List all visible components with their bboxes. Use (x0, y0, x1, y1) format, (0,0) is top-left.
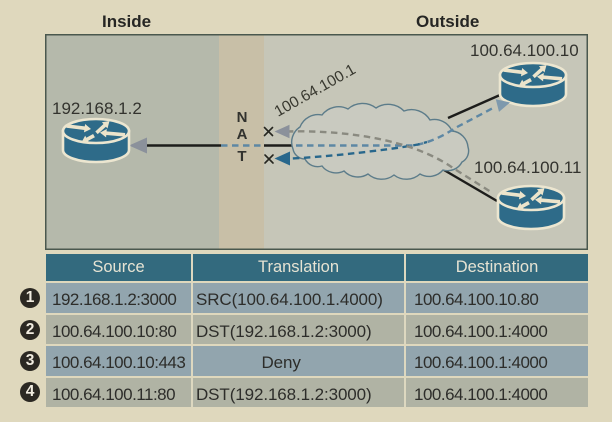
svg-text:T: T (237, 148, 246, 165)
svg-text:100.64.100.11: 100.64.100.11 (474, 158, 581, 177)
svg-text:100.64.100.10: 100.64.100.10 (470, 41, 579, 60)
svg-text:192.168.1.2: 192.168.1.2 (52, 99, 142, 118)
svg-text:N: N (237, 109, 248, 126)
svg-text:A: A (237, 126, 248, 143)
